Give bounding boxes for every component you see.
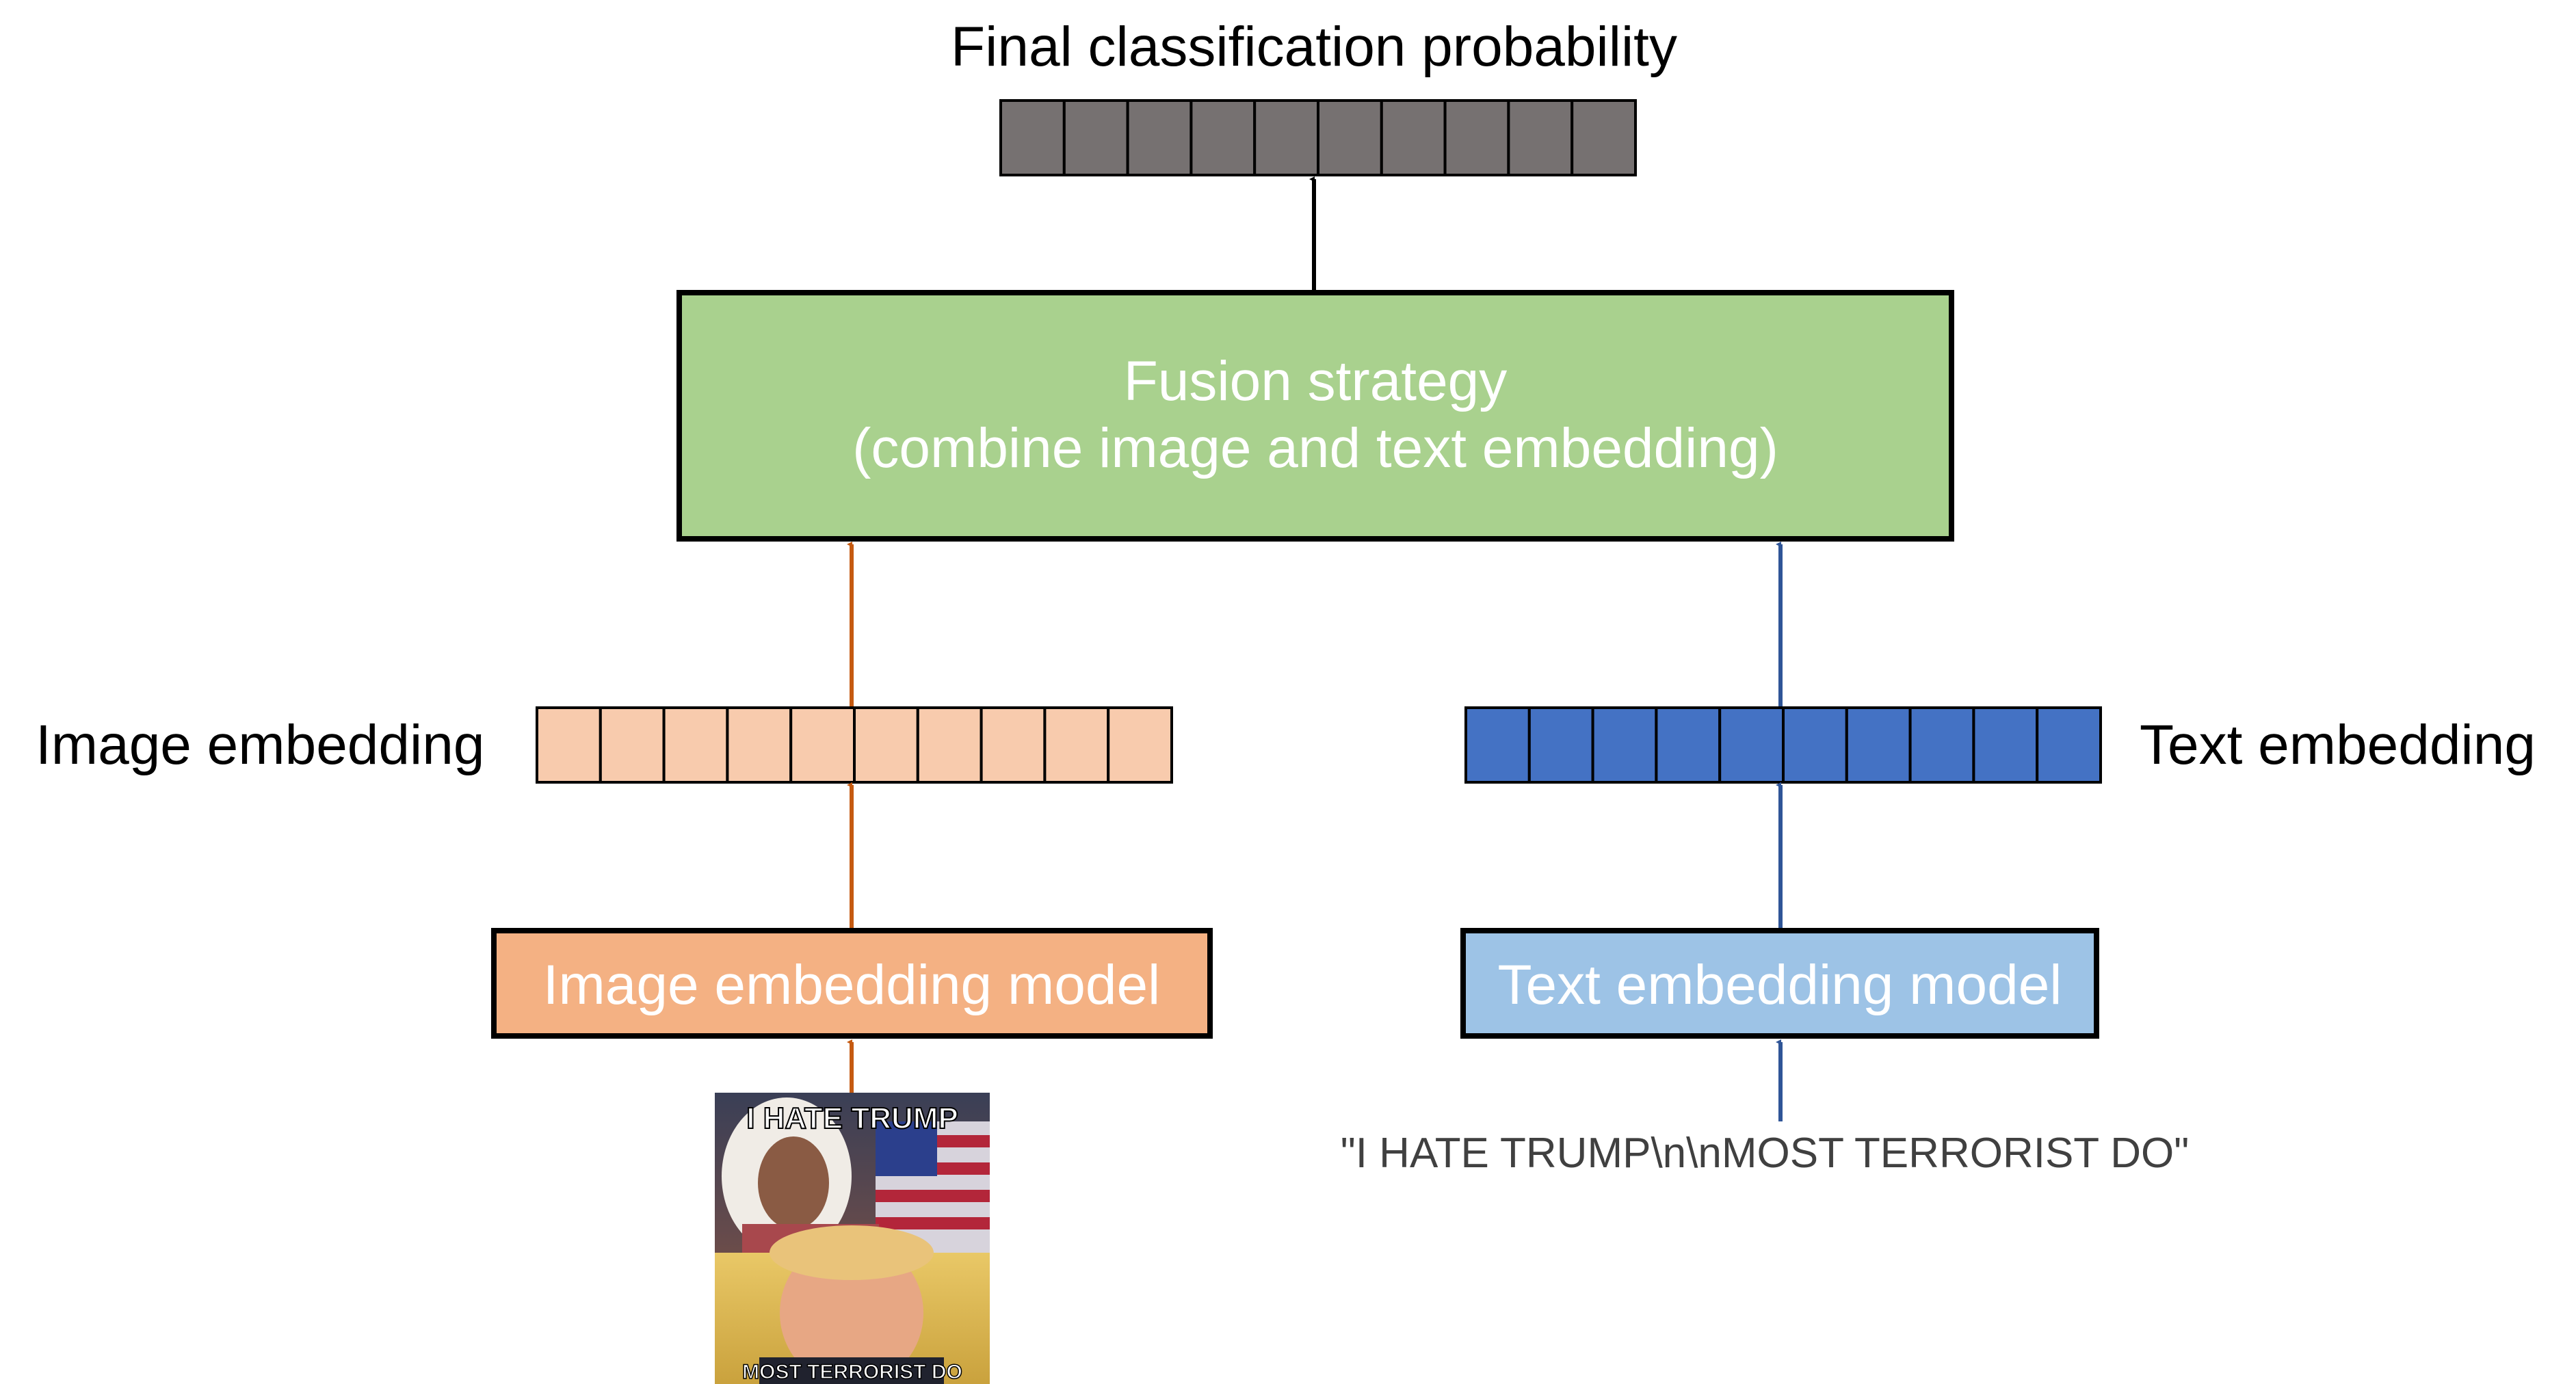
image-embedding-cell xyxy=(662,706,729,784)
text-embedding-cell xyxy=(1845,706,1912,784)
image-embedding-cell xyxy=(853,706,919,784)
text-embedding-model-label: Text embedding model xyxy=(1497,954,2062,1016)
image-embedding-model-box xyxy=(491,928,1213,1039)
output-cell xyxy=(1062,99,1129,176)
output-title: Final classification probability xyxy=(951,16,1677,78)
fusion-strategy-title: Fusion strategy xyxy=(1124,350,1508,412)
output-probability-vector xyxy=(999,99,1637,176)
text-embedding-model-box xyxy=(1460,928,2099,1039)
output-cell xyxy=(1126,99,1193,176)
output-cell xyxy=(1443,99,1510,176)
text-embedding-cell xyxy=(1972,706,2039,784)
meme-bottom-caption: MOST TERRORIST DO xyxy=(742,1361,962,1383)
flag-graphic xyxy=(876,1121,990,1253)
image-embedding-cell xyxy=(726,706,793,784)
output-cell xyxy=(1507,99,1574,176)
text-embedding-cell xyxy=(1527,706,1594,784)
text-embedding-cell xyxy=(1591,706,1658,784)
image-embedding-cell xyxy=(599,706,666,784)
image-embedding-vector xyxy=(536,706,1173,784)
text-embedding-cell xyxy=(1782,706,1848,784)
output-cell xyxy=(1190,99,1257,176)
image-embedding-model-label: Image embedding model xyxy=(543,954,1161,1016)
image-embedding-cell xyxy=(536,706,602,784)
text-embedding-cell xyxy=(2036,706,2102,784)
output-cell xyxy=(1570,99,1637,176)
image-embedding-cell xyxy=(1107,706,1173,784)
output-cell xyxy=(1317,99,1383,176)
meme-top-caption: I HATE TRUMP xyxy=(746,1102,958,1135)
image-embedding-label: Image embedding xyxy=(36,714,484,776)
text-embedding-label: Text embedding xyxy=(2140,714,2536,776)
text-embedding-cell xyxy=(1464,706,1531,784)
text-embedding-cell xyxy=(1655,706,1722,784)
text-input-string: "I HATE TRUMP\n\nMOST TERRORIST DO" xyxy=(1341,1130,2190,1177)
image-embedding-cell xyxy=(980,706,1047,784)
output-cell xyxy=(1253,99,1319,176)
output-cell xyxy=(1380,99,1447,176)
image-embedding-cell xyxy=(1043,706,1110,784)
meme-image-input: I HATE TRUMP MOST TERRORIST DO xyxy=(715,1093,990,1384)
fusion-strategy-subtitle: (combine image and text embedding) xyxy=(852,417,1778,479)
text-embedding-vector xyxy=(1464,706,2102,784)
output-cell xyxy=(999,99,1066,176)
text-embedding-cell xyxy=(1718,706,1785,784)
fusion-strategy-box xyxy=(676,290,1954,542)
text-embedding-cell xyxy=(1908,706,1975,784)
image-embedding-cell xyxy=(789,706,856,784)
image-embedding-cell xyxy=(916,706,983,784)
